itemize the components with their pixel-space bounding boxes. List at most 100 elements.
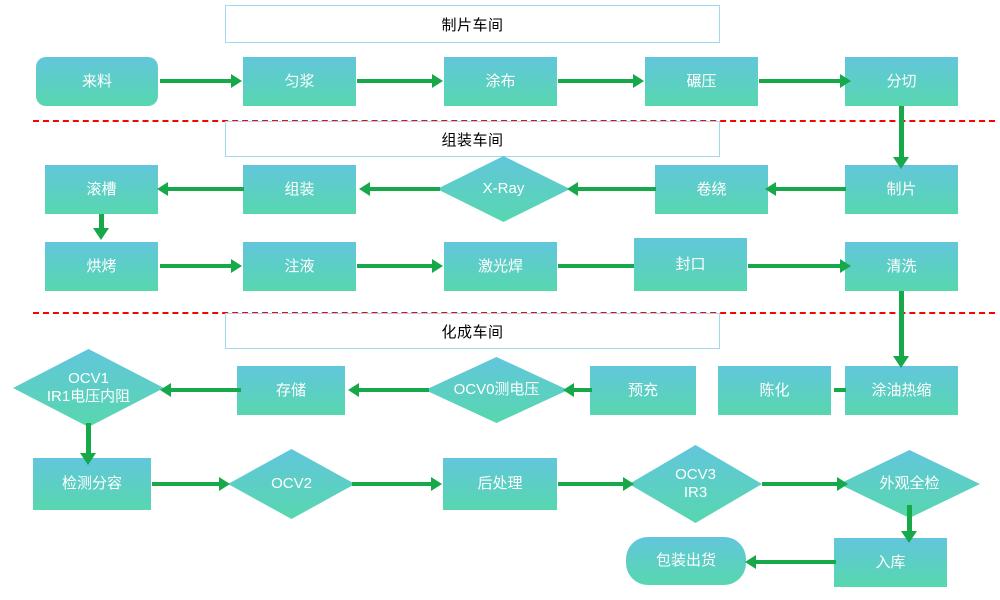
arrowhead-n26-n27 xyxy=(901,531,917,543)
node-ocv3-ir3-label: OCV3 IR3 xyxy=(675,466,716,502)
node-laser-welding-label: 激光焊 xyxy=(477,257,523,275)
connector-n10-n11 xyxy=(99,214,104,231)
arrowhead-n23-n24 xyxy=(431,477,442,491)
connector-n27-n28 xyxy=(748,560,836,564)
node-aging[interactable]: 陈化 xyxy=(718,366,831,415)
node-winding[interactable]: 卷绕 xyxy=(655,165,768,214)
connector-n23-n24 xyxy=(352,482,432,486)
node-ocv2[interactable]: OCV2 xyxy=(228,449,355,519)
arrowhead-n24-n25 xyxy=(623,477,634,491)
node-pre-charge-label: 预充 xyxy=(627,381,658,399)
connector-n04-n05 xyxy=(759,79,841,83)
node-sheet-making-label: 制片 xyxy=(886,180,917,198)
node-slurry-mixing[interactable]: 匀浆 xyxy=(243,57,356,106)
node-appearance-inspection-label: 外观全检 xyxy=(879,475,940,492)
node-oil-coating-shrink[interactable]: 涂油热缩 xyxy=(845,366,958,415)
node-electrolyte-filling-label: 注液 xyxy=(284,257,315,275)
node-sealing-label: 封口 xyxy=(675,255,706,273)
connector-n26-n27 xyxy=(907,505,912,534)
arrowhead-n25-n26 xyxy=(837,477,848,491)
connector-n15-n16 xyxy=(899,291,904,359)
node-warehousing-label: 入库 xyxy=(875,553,906,571)
node-ocv1-ir1-line2: IR1电压内阻 xyxy=(46,388,131,405)
arrowhead-n12-n13 xyxy=(432,259,443,273)
connector-n20-n21 xyxy=(163,388,241,392)
connector-n16-n17 xyxy=(834,388,846,392)
node-cleaning[interactable]: 清洗 xyxy=(845,242,958,291)
node-storage-label: 存储 xyxy=(275,381,306,399)
node-pre-charge[interactable]: 预充 xyxy=(590,366,696,415)
arrowhead-n09-n10 xyxy=(157,182,168,196)
node-grooving[interactable]: 滚槽 xyxy=(45,165,158,214)
node-slurry-mixing-label: 匀浆 xyxy=(284,72,315,90)
connector-n07-n08 xyxy=(570,187,656,191)
node-ocv3-ir3[interactable]: OCV3 IR3 xyxy=(629,445,762,523)
connector-n12-n13 xyxy=(357,264,433,268)
node-incoming-material[interactable]: 来料 xyxy=(36,57,158,106)
node-coating-label: 涂布 xyxy=(485,72,516,90)
node-post-processing[interactable]: 后处理 xyxy=(443,458,557,510)
node-baking-label: 烘烤 xyxy=(86,257,117,275)
node-slitting[interactable]: 分切 xyxy=(845,57,958,106)
node-cleaning-label: 清洗 xyxy=(886,257,917,275)
connector-n01-n02 xyxy=(160,79,232,83)
node-laser-welding[interactable]: 激光焊 xyxy=(444,242,557,291)
arrowhead-n03-n04 xyxy=(633,74,644,88)
node-coating[interactable]: 涂布 xyxy=(444,57,557,106)
node-ocv1-ir1-line1: OCV1 xyxy=(68,370,109,387)
node-calendering[interactable]: 碾压 xyxy=(645,57,758,106)
node-capacity-grading[interactable]: 检测分容 xyxy=(33,458,151,510)
connector-n18-n19 xyxy=(566,388,592,392)
node-packaging-shipment-label: 包装出货 xyxy=(655,552,716,570)
node-sheet-making[interactable]: 制片 xyxy=(845,165,958,214)
node-winding-label: 卷绕 xyxy=(696,180,727,198)
connector-n21-n22 xyxy=(86,423,91,457)
arrowhead-n14-n15 xyxy=(840,259,851,273)
node-packaging-shipment[interactable]: 包装出货 xyxy=(626,537,746,585)
node-ocv1-ir1-label: OCV1 IR1电压内阻 xyxy=(47,370,130,406)
node-oil-coating-shrink-label: 涂油热缩 xyxy=(871,381,932,399)
arrowhead-n08-n09 xyxy=(359,182,370,196)
section-banner-formation: 化成车间 xyxy=(225,313,720,349)
connector-n05-n06 xyxy=(899,106,904,160)
arrowhead-n10-n11 xyxy=(93,228,109,240)
arrowhead-n02-n03 xyxy=(432,74,443,88)
node-ocv0-voltage-test-label: OCV0测电压 xyxy=(453,381,540,398)
connector-n14-n15 xyxy=(748,264,841,268)
node-baking[interactable]: 烘烤 xyxy=(45,242,158,291)
section-banner-assembly-label: 组装车间 xyxy=(441,131,504,149)
section-banner-sheet: 制片车间 xyxy=(225,5,720,43)
connector-n11-n12 xyxy=(160,264,232,268)
connector-n24-n25 xyxy=(558,482,624,486)
connector-n02-n03 xyxy=(357,79,433,83)
node-warehousing[interactable]: 入库 xyxy=(834,538,947,587)
connector-n19-n20 xyxy=(351,388,429,392)
arrowhead-n11-n12 xyxy=(231,259,242,273)
connector-n13-n14 xyxy=(558,264,634,268)
node-slitting-label: 分切 xyxy=(886,72,917,90)
arrowhead-n21-n22 xyxy=(80,453,96,465)
node-ocv3-ir3-line2: IR3 xyxy=(683,484,708,501)
node-assembly[interactable]: 组装 xyxy=(243,165,356,214)
node-sealing[interactable]: 封口 xyxy=(634,238,747,291)
node-calendering-label: 碾压 xyxy=(686,72,717,90)
node-ocv2-label: OCV2 xyxy=(271,475,312,492)
node-x-ray[interactable]: X-Ray xyxy=(437,156,570,222)
arrowhead-n19-n20 xyxy=(348,383,359,397)
node-assembly-label: 组装 xyxy=(284,180,315,198)
arrowhead-n22-n23 xyxy=(219,477,230,491)
arrowhead-n18-n19 xyxy=(563,383,574,397)
section-banner-assembly: 组装车间 xyxy=(225,121,720,157)
node-aging-label: 陈化 xyxy=(759,381,790,399)
node-storage[interactable]: 存储 xyxy=(237,366,345,415)
connector-n06-n07 xyxy=(768,187,846,191)
connector-n25-n26 xyxy=(762,482,838,486)
connector-n03-n04 xyxy=(558,79,634,83)
node-incoming-material-label: 来料 xyxy=(81,72,112,90)
node-electrolyte-filling[interactable]: 注液 xyxy=(243,242,356,291)
node-ocv1-ir1[interactable]: OCV1 IR1电压内阻 xyxy=(13,349,164,427)
node-capacity-grading-label: 检测分容 xyxy=(61,475,122,493)
node-ocv0-voltage-test[interactable]: OCV0测电压 xyxy=(425,357,568,423)
arrowhead-n06-n07 xyxy=(765,182,776,196)
section-banner-sheet-label: 制片车间 xyxy=(441,16,504,34)
